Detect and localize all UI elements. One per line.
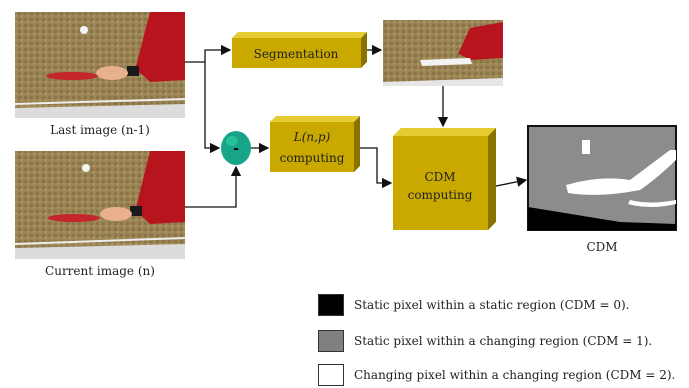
arrow-lnp-to-cdm: [360, 147, 393, 189]
legend-item-changing-changing: Changing pixel within a changing region …: [318, 362, 675, 388]
cdm-image-caption: CDM: [586, 240, 618, 254]
legend-item-static-static: Static pixel within a static region (CDM…: [318, 292, 629, 318]
cdm-box: CDM computing: [393, 128, 496, 230]
connectors: [185, 44, 528, 208]
lnp-computing-label: computing: [280, 151, 345, 165]
arrow-last-to-difference: [204, 62, 221, 154]
difference-symbol: -: [233, 141, 239, 157]
last-image-caption: Last image (n-1): [50, 123, 150, 137]
legend-label: Changing pixel within a changing region …: [354, 368, 676, 382]
cdm-label-line1: CDM: [424, 170, 455, 184]
legend-swatch-black: [318, 294, 344, 316]
difference-node: -: [221, 131, 251, 165]
cdm-image: [527, 125, 677, 231]
lnp-box: L(n,p) computing: [270, 116, 360, 172]
current-image-caption: Current image (n): [45, 264, 155, 278]
legend-label: Static pixel within a static region (CDM…: [354, 298, 630, 312]
legend-swatch-white: [318, 364, 344, 386]
arrow-cdm-to-image: [495, 176, 528, 187]
arrow-current-to-difference: [185, 165, 242, 208]
lnp-label: L(n,p): [293, 130, 331, 144]
cdm-label-line2: computing: [408, 188, 473, 202]
segmented-image: [383, 20, 503, 86]
segmentation-label: Segmentation: [254, 47, 339, 61]
legend-item-static-changing: Static pixel within a changing region (C…: [318, 328, 652, 354]
current-image: [14, 151, 186, 259]
arrow-last-to-segmentation: [185, 44, 232, 63]
segmentation-box: Segmentation: [232, 32, 367, 68]
legend-swatch-gray: [318, 330, 344, 352]
legend-label: Static pixel within a changing region (C…: [354, 334, 653, 348]
last-image: [14, 12, 186, 118]
